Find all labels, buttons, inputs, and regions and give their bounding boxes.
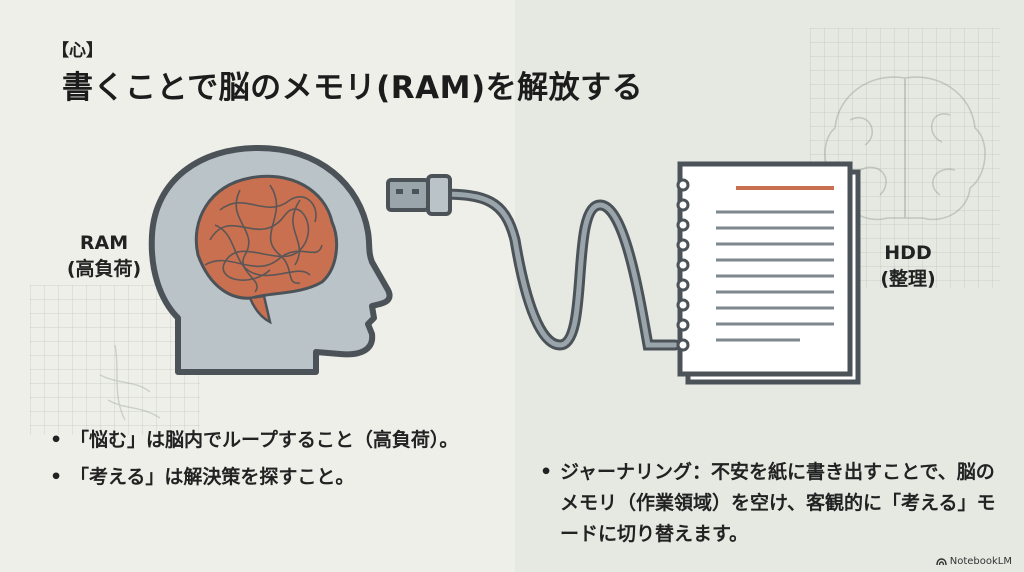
hdd-label-line1: HDD (884, 242, 932, 264)
ram-label: RAM (高負荷) (58, 230, 150, 282)
usb-cable-icon (386, 174, 681, 351)
brain-outline-icon (824, 76, 986, 221)
left-bullet-2: 「考える」は解決策を探すこと。 (48, 462, 488, 493)
right-bullet-list: ジャーナリング：不安を紙に書き出すことで、脳のメモリ（作業領域）を空け、客観的に… (538, 457, 998, 550)
notebooklm-logo-icon (936, 557, 947, 565)
left-bullet-1: 「悩む」は脳内でループすること（高負荷）。 (48, 425, 488, 456)
right-bullet-1: ジャーナリング：不安を紙に書き出すことで、脳のメモリ（作業領域）を空け、客観的に… (538, 457, 998, 550)
ram-label-line1: RAM (79, 232, 129, 254)
head-with-tangled-brain-icon (148, 145, 393, 375)
left-bullet-list: 「悩む」は脳内でループすること（高負荷）。 「考える」は解決策を探すこと。 (48, 425, 488, 499)
slide-tag: 【心】 (52, 41, 103, 61)
slide-title: 書くことで脳のメモリ(RAM)を解放する (62, 70, 644, 106)
ram-label-line2: (高負荷) (66, 258, 142, 280)
skeleton-sketch-icon (99, 344, 161, 421)
hdd-label: HDD (整理) (862, 240, 954, 292)
spiral-notebook-icon (676, 161, 861, 385)
brand-badge: NotebookLM (936, 556, 1012, 567)
brand-text: NotebookLM (949, 556, 1012, 567)
hdd-label-line2: (整理) (880, 268, 936, 290)
